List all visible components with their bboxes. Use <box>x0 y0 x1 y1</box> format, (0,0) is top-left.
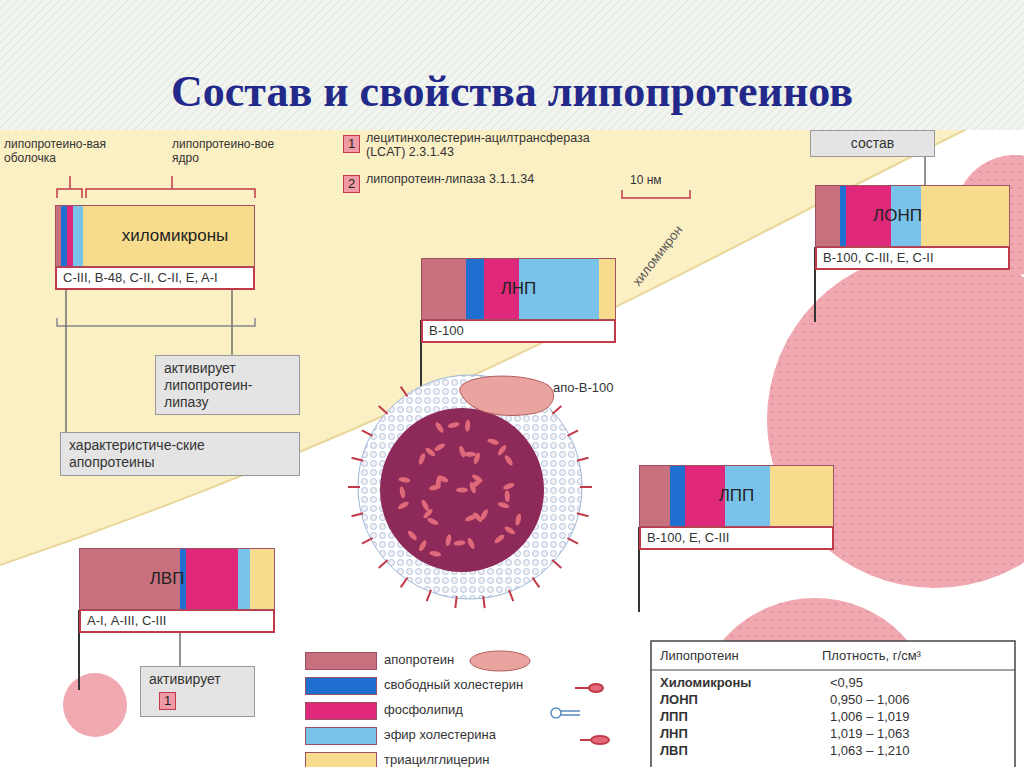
table-cell: 1,063 – 1,210 <box>830 744 980 759</box>
enzyme-number-box: 1 <box>159 692 176 710</box>
legend-text: триацилглицерин <box>384 753 554 767</box>
particle-name: ЛНП <box>421 258 616 320</box>
apoprotein-list: А-I, А-III, С-III <box>79 610 275 633</box>
callout-text: состав <box>819 135 926 152</box>
legend-swatch <box>305 752 377 767</box>
apoprotein-list: В-100 <box>421 320 616 343</box>
legend-swatch <box>305 727 377 745</box>
enzyme-number: 1 <box>344 136 359 152</box>
table-cell: Хиломикроны <box>660 676 810 691</box>
enzyme-number-box: 1 <box>343 135 360 153</box>
legend-swatch <box>305 702 377 720</box>
lipoprotein-flag: ЛППВ-100, Е, С-III <box>639 465 834 550</box>
table-cell: ЛНП <box>660 727 810 742</box>
table-cell: ЛОНП <box>660 693 810 708</box>
table-cell: 1,006 – 1,019 <box>830 710 980 725</box>
connector-line <box>65 290 67 432</box>
legend-text: апопротеин <box>384 653 554 668</box>
apoprotein-list: В-100, Е, С-III <box>639 527 834 550</box>
enzyme-number-box: 2 <box>343 175 360 193</box>
table-cell: <0,95 <box>830 676 980 691</box>
particle-name: ЛОНП <box>815 185 1010 247</box>
lipoprotein-flag: ЛОНПВ-100, С-III, E, C-II <box>815 185 1010 270</box>
legend-text: свободный холестерин <box>384 678 554 693</box>
connector-line <box>231 290 233 355</box>
table-cell: ЛПП <box>660 710 810 725</box>
callout-box: активирует липопротеин-липазу <box>155 355 300 415</box>
enzyme-number: 1 <box>160 693 175 709</box>
table-cell: ЛВП <box>660 744 810 759</box>
lipoprotein-flag: ЛВПА-I, А-III, С-III <box>79 548 275 633</box>
table-header: Липопротеин <box>660 649 800 664</box>
apoprotein-list: C-III, B-48, C-II, C-II, E, A-I <box>55 267 255 290</box>
particle-name: ЛПП <box>639 465 834 527</box>
connector-line <box>179 633 181 666</box>
legend-swatch <box>305 677 377 695</box>
part-label: апо-В-100 <box>553 381 653 396</box>
connector-line <box>924 157 926 185</box>
scale-label: 10 нм <box>630 174 700 188</box>
table-cell: 1,019 – 1,063 <box>830 727 980 742</box>
enzyme-number: 2 <box>344 176 359 192</box>
part-label: липопротеино-вое ядро <box>172 138 282 166</box>
lipoprotein-flag: хиломикроныC-III, B-48, C-II, C-II, E, A… <box>55 205 255 290</box>
enzyme-name: лецитинхолестерин-ацилтрансфераза (LCAT)… <box>366 131 626 160</box>
particle-name: ЛВП <box>79 548 275 610</box>
lipoprotein-flag: ЛНПВ-100 <box>421 258 616 343</box>
callout-text: характеристиче-ские апопротеины <box>69 437 291 471</box>
table-cell: 0,950 – 1,006 <box>830 693 980 708</box>
callout-text: активирует <box>149 671 246 688</box>
legend-text: фосфолипид <box>384 703 554 718</box>
enzyme-name: липопротеин-липаза 3.1.1.34 <box>366 172 566 186</box>
apoprotein-list: В-100, С-III, E, C-II <box>815 247 1010 270</box>
particle-name: хиломикроны <box>55 205 255 267</box>
callout-box: состав <box>810 130 935 157</box>
callout-text: активирует липопротеин-липазу <box>164 360 291 410</box>
callout-box: активирует 1 <box>140 666 255 717</box>
callout-box: характеристиче-ские апопротеины <box>60 432 300 476</box>
legend-swatch <box>305 652 377 670</box>
diagram-title: Состав и свойства липопротеинов <box>0 66 1024 117</box>
part-label: липопротеино-вая оболочка <box>4 138 112 166</box>
legend-text: эфир холестерина <box>384 728 554 743</box>
table-header: Плотность, г/см³ <box>822 649 1012 664</box>
